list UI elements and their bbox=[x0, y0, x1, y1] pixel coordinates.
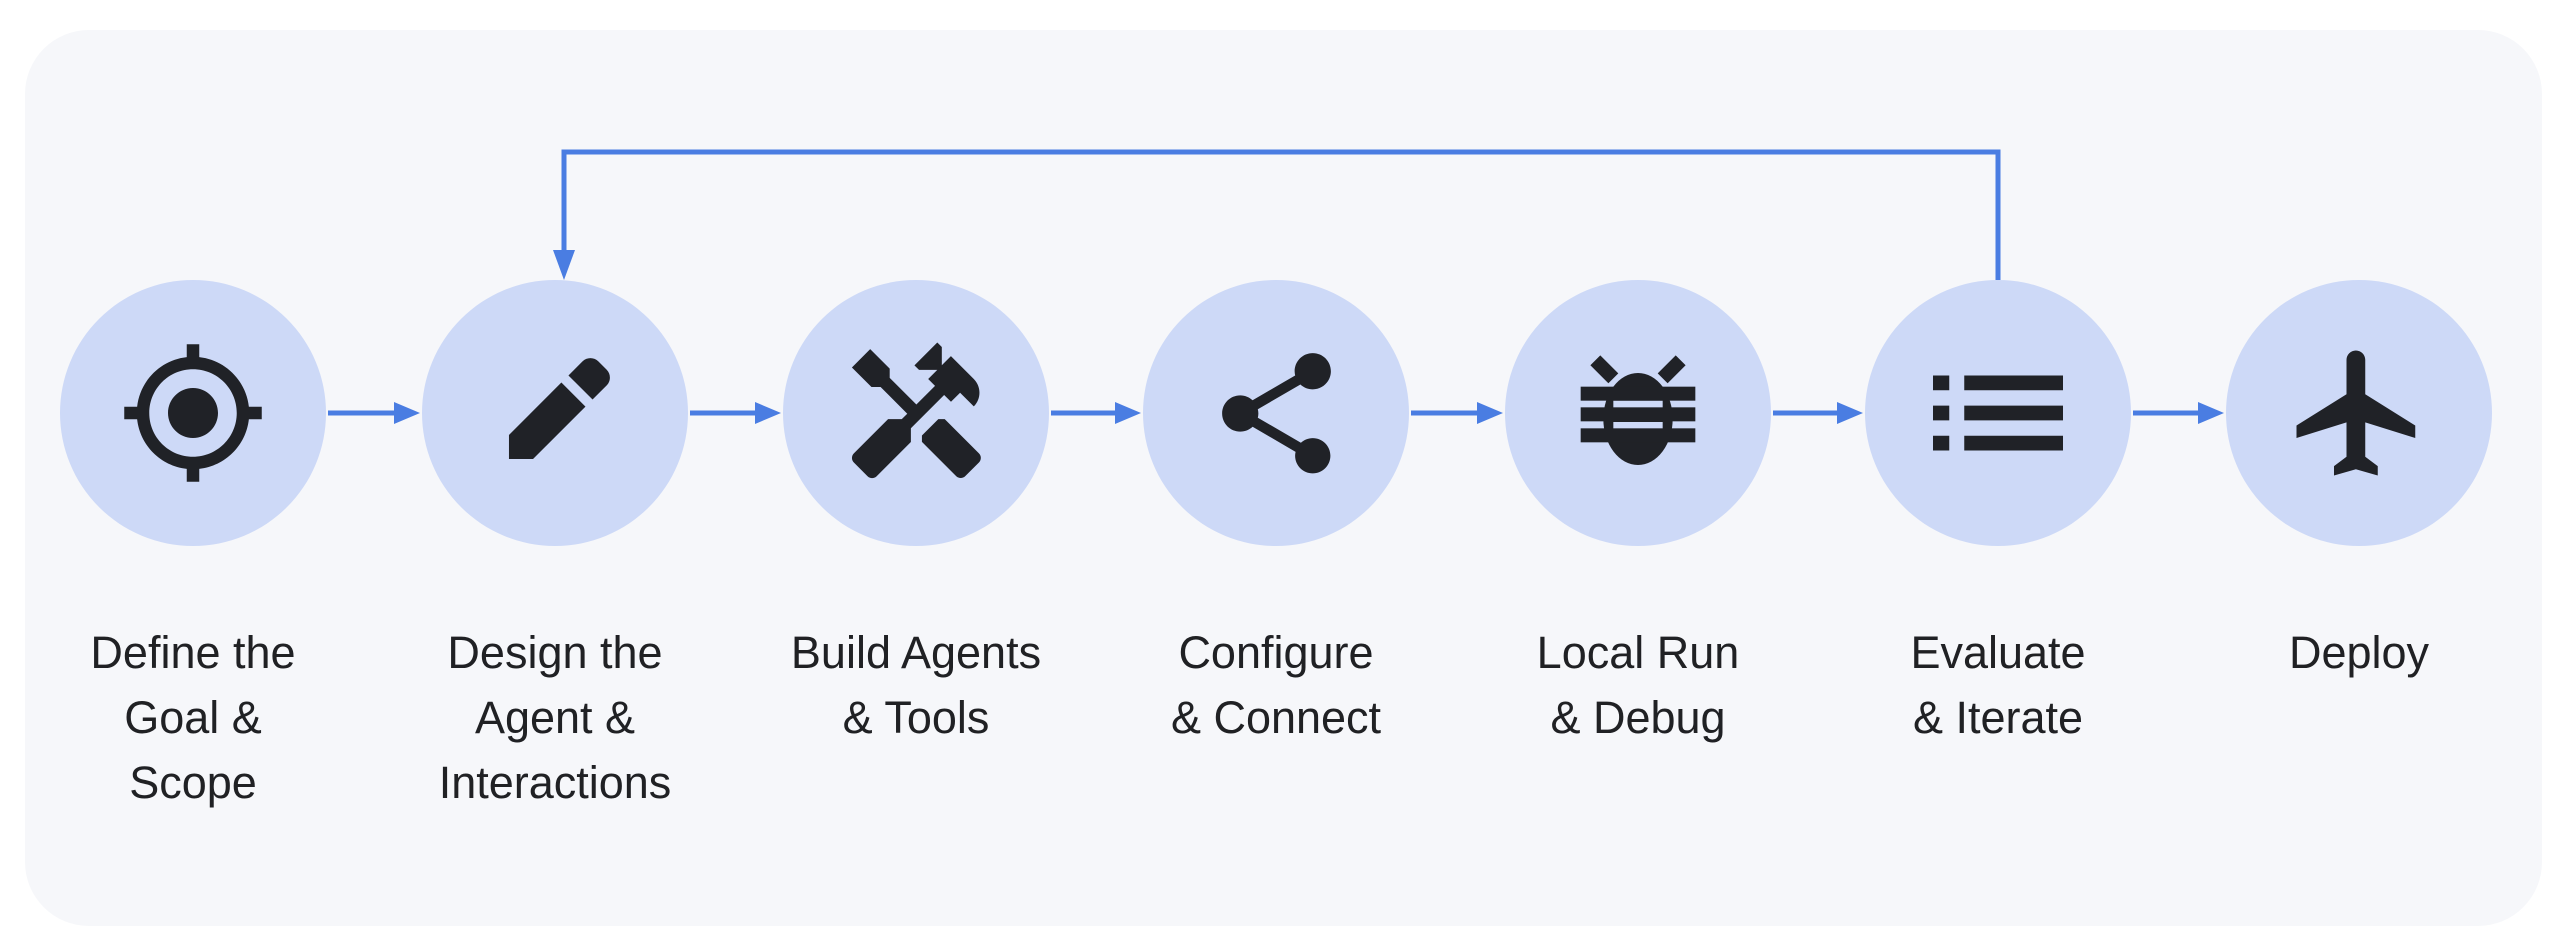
step-label-configure-connect: Configure & Connect bbox=[1170, 627, 1382, 743]
step-label-local-run-debug: Local Run & Debug bbox=[1536, 627, 1740, 743]
bug-icon bbox=[1580, 355, 1696, 465]
step-label-design-agent: Design the Agent & Interactions bbox=[438, 627, 672, 808]
step-label-build-agents: Build Agents & Tools bbox=[790, 627, 1042, 743]
step-label-deploy: Deploy bbox=[2288, 627, 2430, 678]
step-circle-design-agent bbox=[422, 280, 688, 546]
hammer-wrench-tools-icon bbox=[851, 341, 981, 478]
step-circle-configure-connect bbox=[1143, 280, 1409, 546]
step-label-evaluate-iterate: Evaluate & Iterate bbox=[1910, 627, 2086, 743]
step-circle-deploy bbox=[2226, 280, 2492, 546]
bulleted-list-icon bbox=[1933, 375, 2063, 451]
step-circle-local-run-debug bbox=[1505, 280, 1771, 546]
pencil-edit-icon bbox=[508, 358, 610, 460]
step-circle-evaluate-iterate bbox=[1865, 280, 2131, 546]
step-circle-build-agents bbox=[783, 280, 1049, 546]
airplane-icon bbox=[2296, 350, 2416, 476]
step-circle-define-goal bbox=[60, 280, 326, 546]
target-location-icon bbox=[124, 344, 262, 482]
step-label-define-goal: Define the Goal & Scope bbox=[90, 627, 296, 808]
share-nodes-icon bbox=[1221, 352, 1331, 473]
